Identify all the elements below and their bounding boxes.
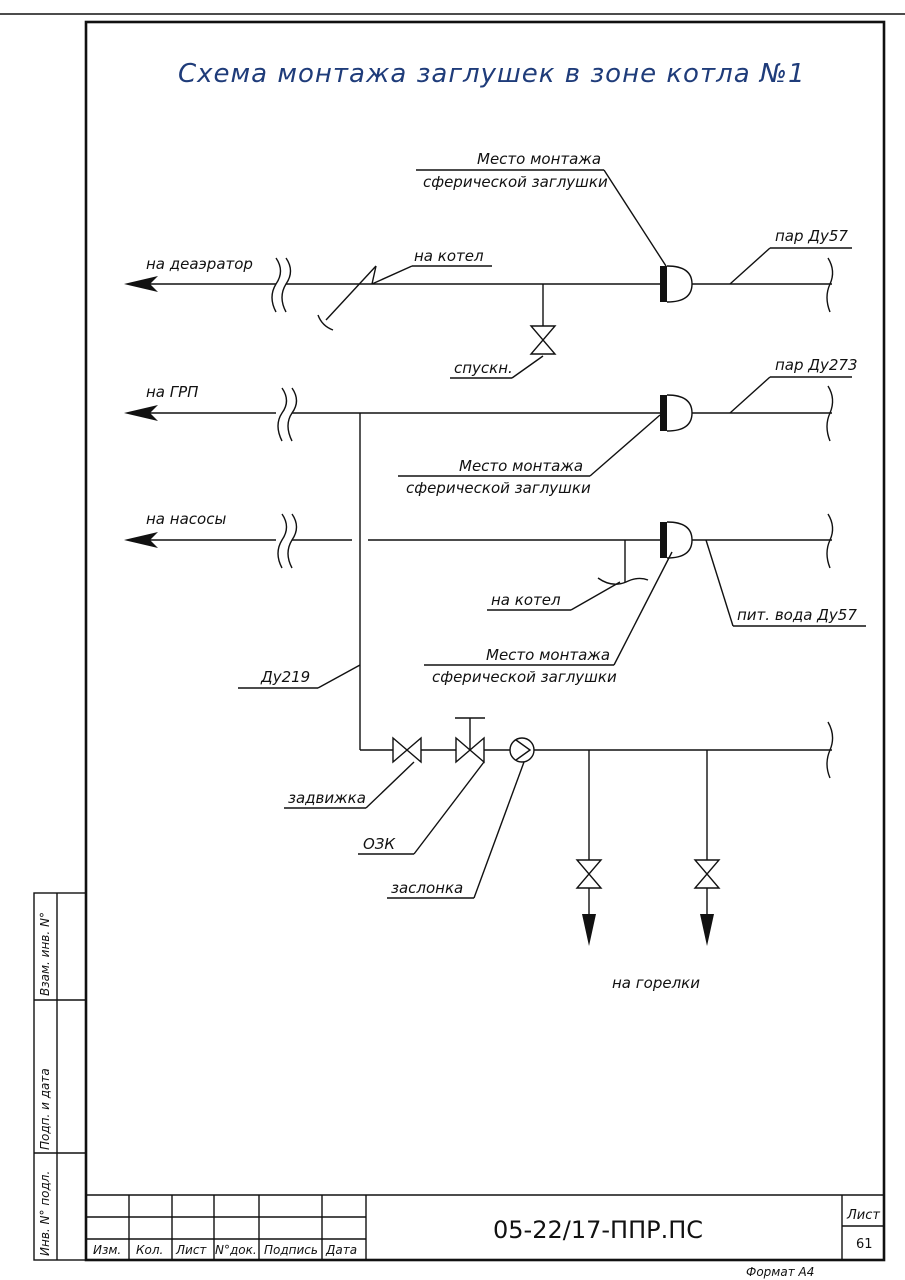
label-pit-voda: пит. вода Ду57 <box>737 606 857 624</box>
label-mount-3b: сферической заглушки <box>432 668 617 686</box>
tb-col-ndok: N°док. <box>215 1243 257 1257</box>
pipeline-1 <box>124 257 834 355</box>
label-na-nasosy: на насосы <box>146 510 226 528</box>
label-ozk: ОЗК <box>363 835 396 853</box>
label-par-du57: пар Ду57 <box>775 227 848 245</box>
tb-col-podpis: Подпись <box>264 1243 318 1257</box>
sheet-label: Лист <box>846 1208 880 1223</box>
label-na-kotel-1: на котел <box>414 247 484 265</box>
burner-valve-icon <box>575 859 603 889</box>
label-na-grp: на ГРП <box>146 383 198 401</box>
side-stamp-inv-podl: Инв. N° подл. <box>38 1171 52 1256</box>
label-mount-1b: сферической заглушки <box>423 173 608 191</box>
spherical-plug-icon <box>660 266 667 302</box>
side-stamp-podp-data: Подп. и дата <box>38 1068 52 1150</box>
document-code: 05-22/17-ППР.ПС <box>493 1216 703 1244</box>
label-zaslonka: заслонка <box>391 879 463 897</box>
label-na-gorelki: на горелки <box>612 974 700 992</box>
drawing-frame <box>84 20 886 1262</box>
label-mount-3a: Место монтажа <box>486 646 610 664</box>
label-mount-1a: Место монтажа <box>477 150 601 168</box>
label-mount-2b: сферической заглушки <box>406 479 591 497</box>
title-block: Изм. Кол. Лист N°док. Подпись Дата 05-22… <box>86 1194 884 1260</box>
label-par-du273: пар Ду273 <box>775 356 858 374</box>
pipeline-4 <box>360 717 834 946</box>
sheet-number: 61 <box>856 1237 873 1252</box>
tb-col-data: Дата <box>325 1243 357 1257</box>
pipeline-3 <box>124 513 834 585</box>
arrow-left-icon <box>124 405 158 421</box>
format-label: Формат А4 <box>746 1265 814 1279</box>
label-na-kotel-2: на котел <box>491 591 561 609</box>
gate-valve-icon <box>392 736 422 764</box>
tb-col-izm: Изм. <box>93 1243 121 1257</box>
ozk-valve-icon <box>455 736 485 764</box>
label-spuskn: спускн. <box>454 359 513 377</box>
side-stamp: Взам. инв. N° Подп. и дата Инв. N° подл. <box>33 892 87 1261</box>
arrow-down-icon <box>582 914 596 946</box>
tb-col-list: Лист <box>175 1243 207 1257</box>
pipeline-2 <box>124 385 834 750</box>
label-na-deaerator: на деаэратор <box>146 255 253 273</box>
spherical-plug-icon <box>660 522 667 558</box>
arrow-left-icon <box>124 532 158 548</box>
diagram-title: Схема монтажа заглушек в зоне котла №1 <box>178 59 805 89</box>
side-stamp-vzam-inv: Взам. инв. N° <box>38 912 52 996</box>
spherical-plug-icon <box>660 395 667 431</box>
arrow-down-icon <box>700 914 714 946</box>
arrow-left-icon <box>124 276 158 292</box>
tb-col-kol: Кол. <box>136 1243 163 1257</box>
drain-valve-icon <box>529 325 557 355</box>
burner-valve-icon <box>693 859 721 889</box>
label-zadvizhka: задвижка <box>288 789 366 807</box>
check-valve-icon <box>325 265 377 321</box>
label-du219: Ду219 <box>260 668 310 686</box>
label-mount-2a: Место монтажа <box>459 457 583 475</box>
